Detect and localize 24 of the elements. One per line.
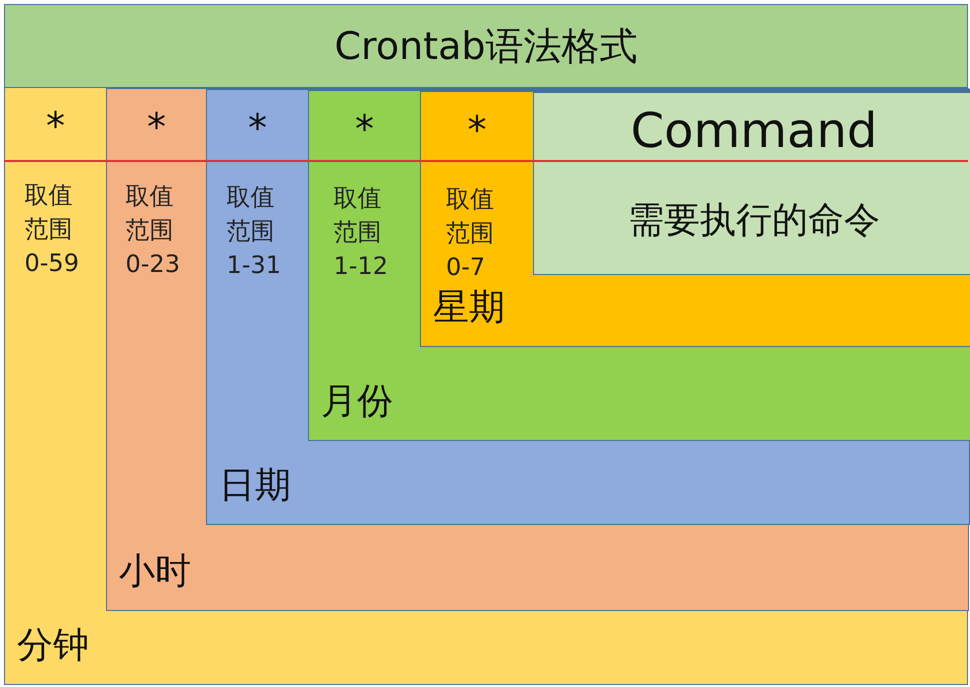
value-range: 取值范围0-59 [24, 180, 80, 279]
command-panel [533, 92, 970, 275]
field-band [4, 87, 968, 685]
value-range: 取值范围1-12 [334, 183, 389, 282]
field-name: 小时 [119, 550, 191, 594]
value-range: 取值范围1-31 [226, 182, 282, 281]
field-band [308, 90, 970, 441]
field-name: 星期 [433, 286, 505, 330]
value-range: 取值范围0-7 [446, 184, 495, 283]
wildcard-symbol: * [354, 109, 375, 149]
field-name: 日期 [219, 464, 291, 508]
field-band [106, 88, 969, 611]
wildcard-symbol: * [466, 110, 488, 150]
value-range: 取值范围0-23 [126, 181, 181, 280]
command-heading: Command [630, 102, 878, 161]
command-description: 需要执行的命令 [627, 199, 881, 243]
field-band [420, 91, 970, 347]
wildcard-symbol: * [247, 108, 268, 148]
wildcard-symbol: * [45, 106, 66, 146]
title-banner: Crontab语法格式 [4, 4, 968, 88]
field-name: 分钟 [17, 624, 89, 668]
field-name: 月份 [321, 380, 393, 424]
wildcard-symbol: * [146, 107, 167, 147]
field-band [206, 89, 970, 525]
